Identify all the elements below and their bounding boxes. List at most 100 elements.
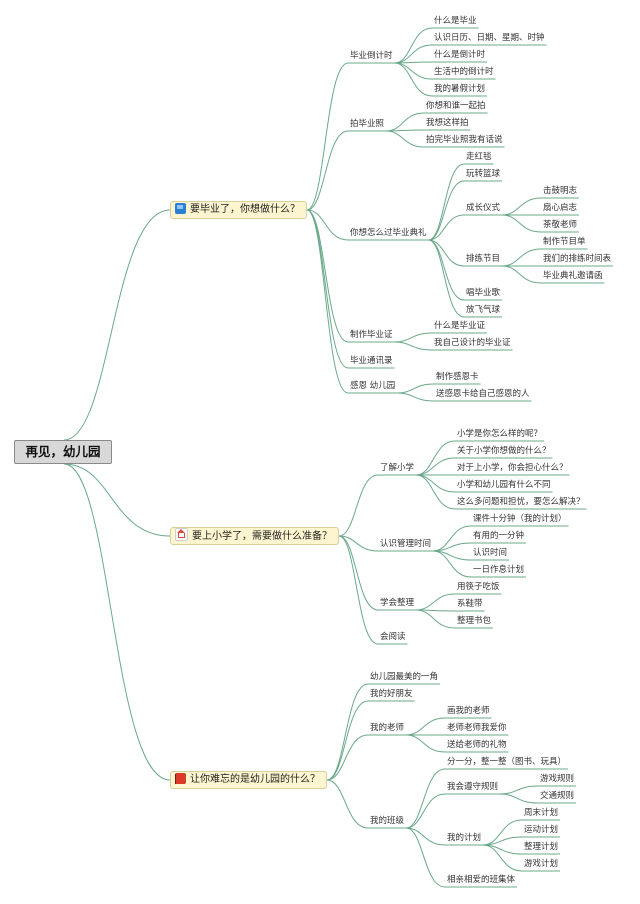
topic-node[interactable]: 走红毯 <box>466 152 492 162</box>
topic-node[interactable]: 我的暑假计划 <box>434 84 486 94</box>
connector-line <box>405 827 446 846</box>
topic-node[interactable]: 这么多问题和担忧，要怎么解决？ <box>457 497 585 507</box>
branch-graduation[interactable]: 要毕业了，你想做什么？ <box>170 201 307 219</box>
connector-line <box>306 62 349 211</box>
topic-node[interactable]: 玩转篮球 <box>466 169 501 179</box>
connector-line <box>63 463 171 537</box>
topic-node[interactable]: 什么是毕业 <box>434 16 477 26</box>
topic-node[interactable]: 我的班级 <box>370 816 405 826</box>
topic-node[interactable]: 制作节目单 <box>543 237 586 247</box>
topic-node[interactable]: 毕业典礼邀请函 <box>543 271 603 281</box>
connector-line <box>394 341 433 351</box>
connector-line <box>428 163 465 241</box>
connector-line <box>338 535 379 645</box>
topic-node[interactable]: 拍毕业照 <box>350 119 385 129</box>
connector-line <box>63 209 171 441</box>
topic-node[interactable]: 小学是你怎么样的呢？ <box>457 429 543 439</box>
connector-line <box>500 785 539 795</box>
topic-node[interactable]: 唱毕业歌 <box>466 288 501 298</box>
connector-line <box>397 383 435 394</box>
topic-node[interactable]: 成长仪式 <box>466 203 501 213</box>
topic-node[interactable]: 毕业通讯录 <box>350 356 393 366</box>
topic-node[interactable]: 排练节目 <box>466 254 501 264</box>
topic-node[interactable]: 分一分，整一整（图书、玩具） <box>447 757 567 767</box>
topic-node[interactable]: 拍完毕业照我有话说 <box>426 135 503 145</box>
topic-node[interactable]: 我的计划 <box>447 833 482 843</box>
topic-node[interactable]: 生活中的倒计时 <box>434 67 494 77</box>
connector-line <box>338 535 379 552</box>
topic-node[interactable]: 相亲相爱的班集体 <box>447 875 516 885</box>
connector-line <box>405 793 446 829</box>
topic-node[interactable]: 小学和幼儿园有什么不同 <box>457 480 551 490</box>
topic-node[interactable]: 我的老师 <box>370 723 405 733</box>
topic-node[interactable]: 我想这样拍 <box>426 118 469 128</box>
topic-node[interactable]: 对于上小学，你会担心什么？ <box>457 463 568 473</box>
topic-node[interactable]: 什么是倒计时 <box>434 50 486 60</box>
topic-node[interactable]: 课件十分钟（我的计划） <box>473 514 567 524</box>
topic-node[interactable]: 送感恩卡给自己感恩的人 <box>436 389 530 399</box>
topic-node[interactable]: 我自己设计的毕业证 <box>434 338 511 348</box>
topic-node[interactable]: 认识日历、日期、星期、时钟 <box>434 33 545 43</box>
connector-line <box>405 734 446 753</box>
topic-node[interactable]: 你想怎么过毕业典礼 <box>350 228 427 238</box>
topic-node[interactable]: 什么是毕业证 <box>434 321 486 331</box>
connector-line <box>326 779 369 829</box>
connector-line <box>432 550 472 578</box>
connector-line <box>338 474 379 537</box>
topic-node[interactable]: 交通规则 <box>540 791 575 801</box>
topic-node[interactable]: 毕业倒计时 <box>350 51 393 61</box>
connector-line <box>415 609 456 629</box>
topic-node[interactable]: 幼儿园最美的一角 <box>370 672 439 682</box>
connector-line <box>501 248 542 267</box>
topic-node[interactable]: 茶敬老师 <box>543 220 578 230</box>
topic-node[interactable]: 老师老师我爱你 <box>447 723 507 733</box>
topic-node[interactable]: 扇心启志 <box>543 203 578 213</box>
topic-node[interactable]: 运动计划 <box>524 825 559 835</box>
connector-line <box>501 214 542 233</box>
topic-node[interactable]: 关于小学你想做的什么？ <box>457 446 551 456</box>
connector-line <box>394 332 433 343</box>
topic-node[interactable]: 感恩 幼儿园 <box>350 381 396 391</box>
topic-node[interactable]: 有用的一分钟 <box>473 531 525 541</box>
branch-primary-school[interactable]: 要上小学了，需要做什么准备？ <box>170 527 339 545</box>
connector-line <box>415 440 456 476</box>
connector-line <box>415 593 456 611</box>
topic-node[interactable]: 系鞋带 <box>457 599 483 609</box>
house-icon <box>175 528 188 541</box>
connector-line <box>428 214 465 241</box>
topic-node[interactable]: 你想和谁一起拍 <box>426 101 486 111</box>
topic-node[interactable]: 了解小学 <box>380 463 415 473</box>
topic-node[interactable]: 送给老师的礼物 <box>447 740 507 750</box>
topic-node[interactable]: 整理书包 <box>457 616 492 626</box>
connector-line <box>306 209 349 343</box>
topic-node[interactable]: 整理计划 <box>524 842 559 852</box>
topic-node[interactable]: 放飞气球 <box>466 305 501 315</box>
topic-node[interactable]: 游戏规则 <box>540 774 575 784</box>
topic-node[interactable]: 用筷子吃饭 <box>457 582 500 592</box>
red-flag-icon <box>175 773 186 784</box>
topic-node[interactable]: 周末计划 <box>524 808 559 818</box>
topic-node[interactable]: 击鼓明志 <box>543 186 578 196</box>
connector-line <box>394 44 433 64</box>
topic-node[interactable]: 游戏计划 <box>524 859 559 869</box>
topic-node[interactable]: 我会遵守规则 <box>447 782 499 792</box>
topic-node[interactable]: 我们的排练时间表 <box>543 254 612 264</box>
topic-node[interactable]: 认识管理时间 <box>380 539 432 549</box>
connector-line <box>394 27 433 64</box>
connector-line <box>482 844 523 872</box>
branch-memories[interactable]: 让你难忘的是幼儿园的什么？ <box>170 771 327 789</box>
topic-node[interactable]: 一日作息计划 <box>473 565 525 575</box>
topic-node[interactable]: 学会整理 <box>380 598 415 608</box>
topic-node[interactable]: 认识时间 <box>473 548 508 558</box>
connector-line <box>306 209 349 241</box>
connector-line <box>428 180 465 241</box>
topic-node[interactable]: 我的好朋友 <box>370 689 413 699</box>
root-node[interactable]: 再见，幼儿园 <box>14 440 112 464</box>
connector-line <box>63 463 171 781</box>
topic-node[interactable]: 制作感恩卡 <box>436 372 479 382</box>
connector-line <box>415 457 456 476</box>
topic-node[interactable]: 画我的老师 <box>447 706 490 716</box>
topic-node[interactable]: 制作毕业证 <box>350 330 393 340</box>
topic-node[interactable]: 会阅读 <box>380 632 406 642</box>
